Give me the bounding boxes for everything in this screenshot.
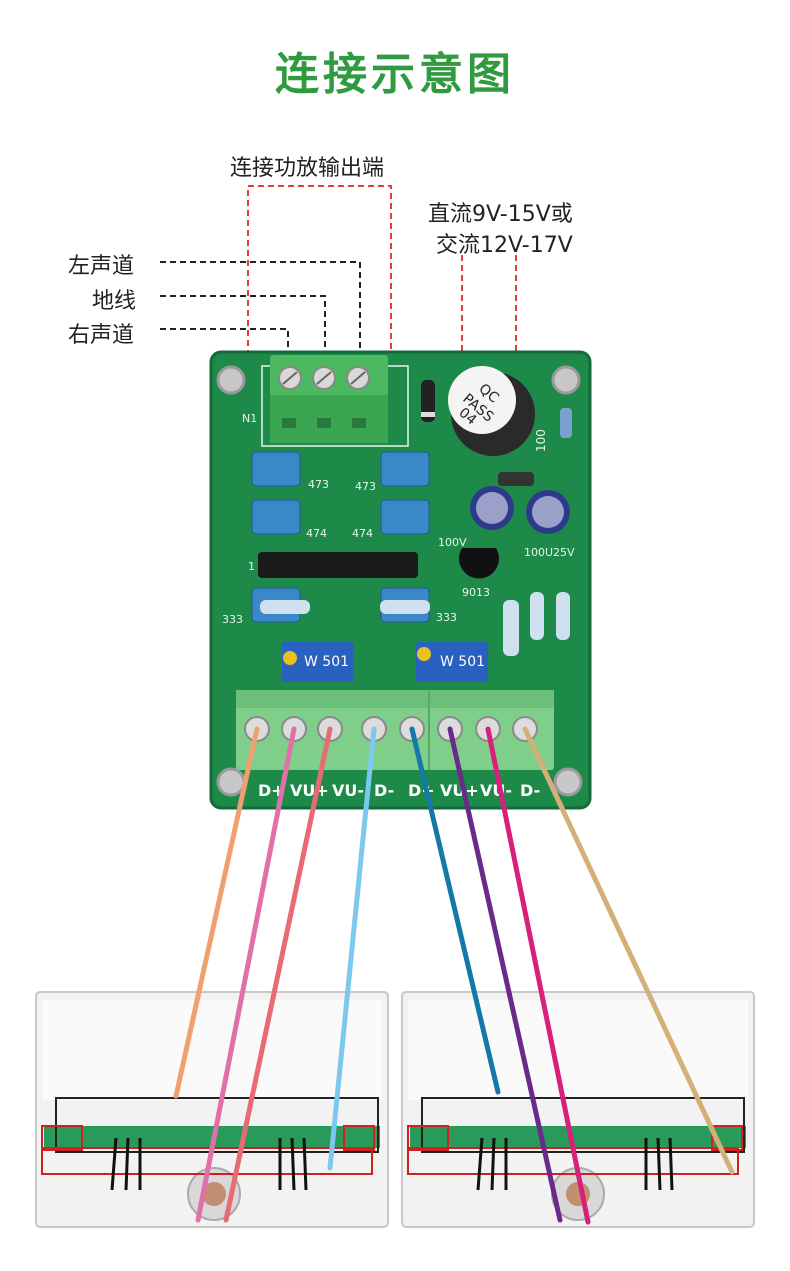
terminal-label: VU- [480,781,512,800]
mount-hole [551,365,581,395]
diode [421,380,435,422]
terminal-label: D- [520,781,540,800]
wire-tan [522,726,735,1175]
trimmer-potentiometers [282,642,488,682]
pcb-one: 1 [248,560,255,573]
transistor-label: 9013 [462,586,490,599]
left-channel-leader [160,261,361,372]
cap-474-b: 474 [352,527,373,540]
power-label-line2: 交流12V-17V [436,233,573,258]
mount-hole [553,767,583,797]
cap-473-b: 473 [355,480,376,493]
wire-salmon [223,726,333,1223]
input-terminal-block [270,355,388,443]
power-label-line1: 直流9V-15V或 [428,202,573,227]
wire-magenta [485,726,591,1225]
wire-purple [447,726,563,1223]
mount-hole [216,767,246,797]
cap-474-a: 474 [306,527,327,540]
mount-hole [216,365,246,395]
red-dashed-guides [247,185,517,449]
buzzer: QC PASS 04 [448,366,535,456]
electrolytic-capacitors [470,486,570,534]
wire-blue [409,726,501,1095]
terminal-label: VU+ [290,781,329,800]
trimmer-label-b: W 501 [440,654,485,670]
pcb-board: N1 QC PASS 04 100 [209,350,592,810]
transistor [459,548,500,579]
ground-label: 地线 [92,289,137,314]
trimmer-label-a: W 501 [304,654,349,670]
small-diode [498,472,534,486]
page-title: 连接示意图 [275,49,515,100]
cap-333-b: 333 [436,611,457,624]
cap-333-a: 333 [222,613,243,626]
wires [173,726,735,1225]
leader-lines [160,261,361,372]
wire-pink [195,726,297,1223]
cap-473-a: 473 [308,478,329,491]
wire-lightblue [327,726,377,1171]
amp-output-label: 连接功放输出端 [230,156,385,181]
ic-chip [258,552,418,578]
electrolytic-label: 100U25V [524,546,575,559]
terminal-labels: D+VU+VU-D-D+VU+VU-D- [258,781,540,800]
right-channel-leader [160,328,289,372]
wire-orange [173,726,260,1099]
terminal-label: VU- [332,781,364,800]
terminal-label: D+ [258,781,285,800]
left-channel-label: 左声道 [68,254,135,279]
terminal-label: VU+ [440,781,479,800]
cap-100v: 100V [438,536,467,549]
right-channel-label: 右声道 [68,323,135,348]
pcb-text-n1: N1 [242,412,257,425]
resistors [260,592,570,656]
amp-output-box [247,185,392,449]
terminal-label: D- [374,781,394,800]
ground-leader [160,295,326,372]
cap-100-label: 100 [534,429,548,452]
output-terminal-block [236,690,554,770]
